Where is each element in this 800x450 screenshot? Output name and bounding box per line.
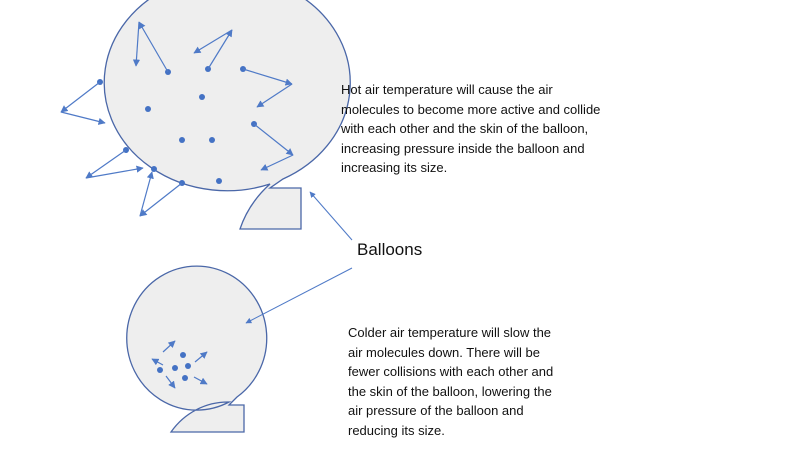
arrow [194, 351, 208, 363]
label-pointers [245, 191, 353, 324]
molecule [145, 106, 151, 112]
caption-line: air molecules down. There will be [348, 344, 540, 360]
cold-molecules [157, 352, 191, 381]
arrow [139, 171, 154, 217]
arrow [256, 83, 293, 108]
arrow [60, 111, 106, 125]
balloons-label: Balloons [357, 240, 423, 259]
hot-arrows [60, 21, 294, 217]
hot-balloon-outline [103, 0, 351, 230]
molecule [157, 367, 163, 373]
caption-line: increasing pressure inside the balloon a… [341, 140, 585, 156]
molecule [216, 178, 222, 184]
caption-line: Colder air temperature will slow the [348, 325, 552, 340]
arrow [85, 165, 144, 179]
caption-line: air pressure of the balloon and [348, 403, 524, 418]
cold-arrows [151, 340, 208, 389]
arrow [162, 340, 176, 353]
caption-line: increasing its size. [341, 160, 448, 175]
arrow [138, 21, 169, 73]
molecule [180, 352, 186, 358]
cold-balloon [126, 265, 268, 433]
arrow [151, 358, 164, 366]
molecule [209, 137, 215, 143]
arrow [253, 123, 294, 156]
caption-line: molecules to become more active and coll… [341, 101, 601, 117]
caption-line: reducing its size. [348, 422, 445, 438]
hot-balloon [60, 0, 351, 230]
pointer-to-cold-balloon [245, 267, 353, 324]
arrow [193, 29, 233, 54]
arrow [207, 29, 233, 70]
molecule [185, 363, 191, 369]
arrow [132, 21, 141, 67]
pointer-to-hot-balloon [309, 191, 353, 241]
arrow [165, 375, 176, 389]
molecule [179, 137, 185, 143]
caption-line: fewer collisions with each other and [348, 364, 554, 379]
arrow [85, 149, 127, 179]
caption-line: Hot air temperature will cause the air [341, 82, 553, 97]
arrow [60, 81, 101, 113]
molecule [199, 94, 205, 100]
molecule [151, 166, 157, 172]
hot-balloon-caption: Hot air temperature will cause the air m… [341, 80, 641, 178]
cold-balloon-caption: Colder air temperature will slow the air… [348, 323, 638, 440]
arrow [242, 68, 293, 86]
arrow [139, 182, 183, 217]
molecule [172, 365, 178, 371]
caption-line: the skin of the balloon, lowering the [348, 383, 552, 399]
molecule [182, 375, 188, 381]
arrow [260, 154, 294, 171]
caption-line: with each other and the skin of the ball… [341, 121, 589, 136]
cold-balloon-outline [126, 265, 268, 433]
arrow [193, 376, 208, 385]
